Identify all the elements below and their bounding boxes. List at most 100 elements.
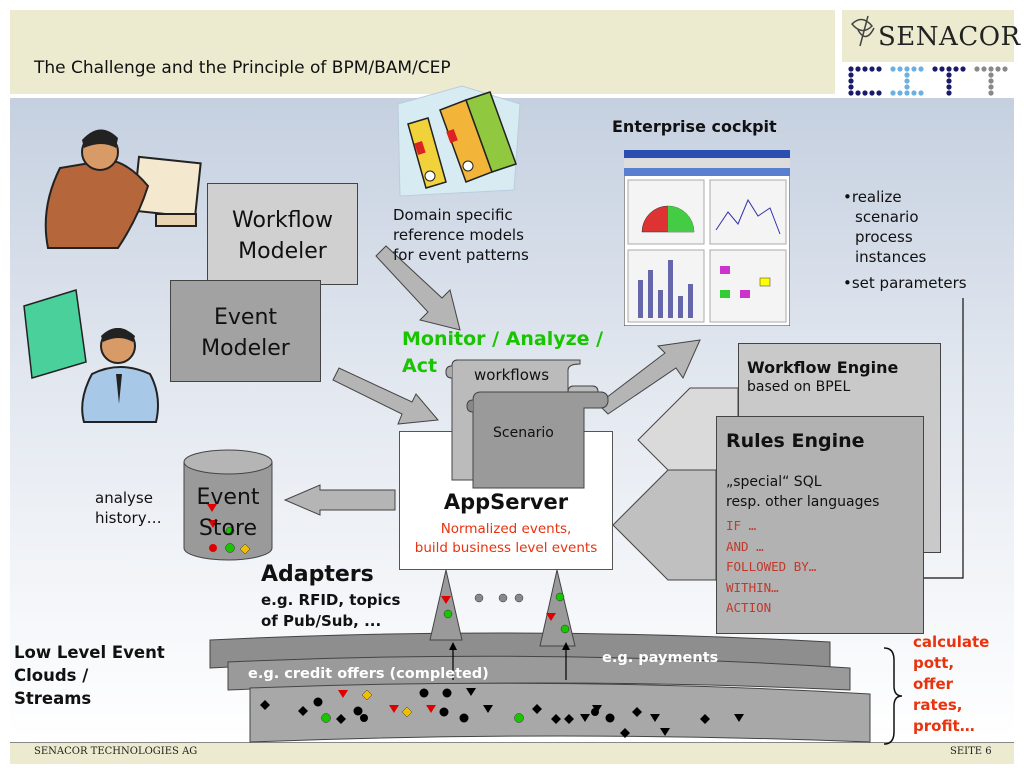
event-modeler-line1: Event <box>213 305 278 330</box>
citt-dot <box>848 78 854 84</box>
calculate-line: profit… <box>913 717 975 735</box>
senacor-logo <box>842 10 1014 62</box>
appserver-subtitle-line2: build business level events <box>414 540 598 556</box>
citt-dot <box>988 84 994 90</box>
arrow-domain-to-app <box>375 245 461 331</box>
rules-code-line: FOLLOWED BY… <box>726 559 817 574</box>
citt-dot <box>960 66 966 72</box>
event-store-line1: Event <box>196 485 260 510</box>
citt-dot <box>869 90 875 96</box>
rules-engine-box: Rules Engine „special“ SQL resp. other l… <box>716 416 924 634</box>
citt-dot <box>890 90 896 96</box>
workflows-label: workflows <box>474 366 550 384</box>
analyse-history-text: analyse history… <box>95 488 162 528</box>
citt-dot <box>988 90 994 96</box>
adapters-line2: of Pub/Sub, ... <box>261 612 382 630</box>
citt-dot <box>848 66 854 72</box>
scenario-label: Scenario <box>493 425 554 441</box>
rules-code-line: IF … <box>726 518 757 533</box>
appserver-subtitle-line1: Normalized events, <box>440 521 572 537</box>
citt-dot <box>876 66 882 72</box>
rules-code-line: ACTION <box>726 600 772 615</box>
citt-dot <box>946 72 952 78</box>
citt-dot <box>946 66 952 72</box>
domain-models-line2: reference models <box>393 226 524 244</box>
cockpit-bullet-list: •realize scenario process instances •set… <box>843 188 967 292</box>
citt-dot <box>918 90 924 96</box>
citt-dot <box>995 66 1001 72</box>
monitor-line1: Monitor / Analyze / <box>402 328 604 350</box>
arrow-to-event-store <box>283 484 396 516</box>
slide-title: The Challenge and the Principle of BPM/B… <box>34 58 451 78</box>
monitor-analyze-act: Monitor / Analyze / Act <box>402 326 603 380</box>
calculate-line: pott, <box>913 654 955 672</box>
calculate-line: offer <box>913 675 954 693</box>
adapters-title: Adapters <box>261 562 374 587</box>
footer-company: SENACOR TECHNOLOGIES AG <box>34 746 198 757</box>
event-modeler-line2: Modeler <box>201 336 290 361</box>
citt-dot <box>848 90 854 96</box>
citt-dot <box>918 66 924 72</box>
bullet-realize: realize scenario process instances <box>851 188 927 266</box>
stream-credit-label: e.g. credit offers (completed) <box>248 666 489 682</box>
appserver-title: AppServer <box>443 490 569 514</box>
calculate-line: calculate <box>913 633 990 651</box>
citt-dot <box>876 90 882 96</box>
low-level-streams-text: Low Level Event Clouds / Streams <box>14 641 165 710</box>
stream-brace <box>883 647 903 745</box>
citt-dot <box>862 66 868 72</box>
event-store-cylinder <box>183 449 273 561</box>
event-store-label: Event Store <box>184 482 272 544</box>
footer-page-number: SEITE 6 <box>950 746 992 757</box>
citt-dot <box>981 66 987 72</box>
footer-bar <box>10 742 1014 764</box>
citt-dot <box>904 72 910 78</box>
citt-dot <box>855 90 861 96</box>
calculate-text: calculate pott, offer rates, profit… <box>913 632 989 737</box>
citt-dot <box>855 66 861 72</box>
citt-dot <box>946 78 952 84</box>
adapters-subtitle: e.g. RFID, topics of Pub/Sub, ... <box>261 590 400 632</box>
rules-engine-code: IF … AND … FOLLOWED BY… WITHIN… ACTION <box>726 516 914 619</box>
appserver-subtitle: Normalized events, build business level … <box>400 520 612 558</box>
scroll-overlay <box>445 359 609 489</box>
calculate-line: rates, <box>913 696 963 714</box>
low-level-line2: Clouds / <box>14 666 89 685</box>
citt-dot <box>974 66 980 72</box>
monitor-line2: Act <box>402 355 438 377</box>
citt-dot <box>946 84 952 90</box>
citt-dot <box>904 84 910 90</box>
workflow-modeler-box: Workflow Modeler <box>207 183 358 285</box>
stream-events <box>260 688 744 738</box>
citt-dot <box>953 66 959 72</box>
citt-dot <box>904 66 910 72</box>
title-bar <box>10 10 835 94</box>
citt-dot <box>869 66 875 72</box>
citt-dot <box>988 72 994 78</box>
person-at-computer-icon <box>44 129 202 249</box>
analyse-line1: analyse <box>95 489 153 507</box>
arrow-rules-to-app <box>612 469 717 581</box>
workflow-engine-title: Workflow Engine <box>747 358 899 377</box>
person-presenting-icon <box>23 289 159 423</box>
analyse-line2: history… <box>95 509 162 527</box>
adapters-line1: e.g. RFID, topics <box>261 591 401 609</box>
arrow-app-to-cockpit <box>597 339 701 415</box>
low-level-line1: Low Level Event <box>14 643 165 662</box>
rules-engine-subtitle: „special“ SQL resp. other languages <box>726 472 914 512</box>
event-modeler-box: Event Modeler <box>170 280 321 382</box>
adapter-cone-left <box>429 569 463 641</box>
rules-engine-title: Rules Engine <box>726 430 865 452</box>
citt-dot <box>946 90 952 96</box>
citt-dot <box>932 66 938 72</box>
citt-logo <box>848 66 1008 96</box>
rules-engine-subtitle-line2: resp. other languages <box>726 494 880 510</box>
senacor-emblem-icon <box>850 15 875 47</box>
workflow-modeler-line2: Modeler <box>238 239 327 264</box>
rules-code-line: WITHIN… <box>726 579 779 595</box>
folders-icon <box>397 85 521 197</box>
citt-dot <box>848 72 854 78</box>
domain-models-line1: Domain specific <box>393 206 513 224</box>
citt-dot <box>897 90 903 96</box>
stream-payments-label: e.g. payments <box>602 650 719 666</box>
